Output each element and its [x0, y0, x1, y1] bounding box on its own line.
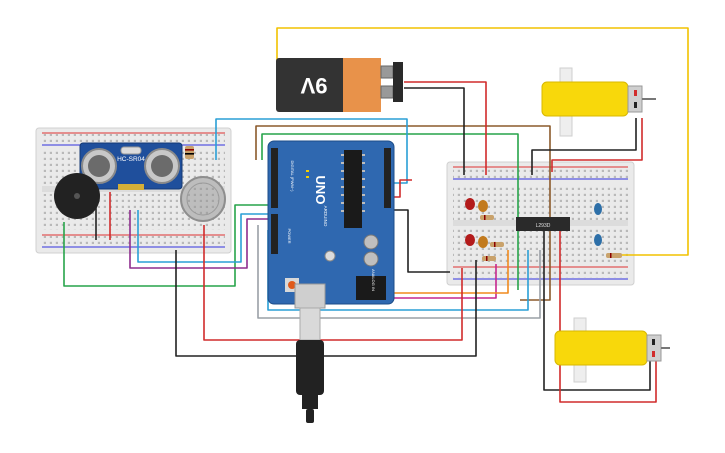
arduino-label-arduino: ARDUINO: [323, 206, 328, 227]
arduino-label-digital: DIGITAL (PWM~): [290, 161, 295, 193]
wire-black-d: [531, 118, 637, 175]
wire-blue-a: [215, 118, 408, 184]
wire-red-a: [203, 225, 463, 341]
driver-chip-label: L293D: [536, 223, 551, 229]
resistor-left: [185, 146, 194, 159]
wire-black-a: [175, 250, 477, 357]
resistor-2: [490, 242, 504, 247]
wire-black-e: [543, 230, 651, 391]
arduino-board: UNO DIGITAL (PWM~) ANALOG IN POWER ARDUI…: [267, 140, 395, 309]
buzzer-icon: [54, 173, 100, 219]
wire-black-b: [404, 87, 465, 175]
led-red-1: [465, 198, 475, 210]
led-orange-1: [478, 200, 488, 212]
wire-yellow: [276, 27, 689, 256]
wire-gray: [257, 225, 541, 319]
wire-red-e: [392, 179, 412, 198]
resistor-3: [482, 256, 496, 261]
wires: [63, 27, 689, 403]
resistor-4: [606, 253, 622, 258]
wire-blue-b: [137, 210, 275, 263]
battery-icon: 9V: [276, 58, 403, 112]
wire-red-c: [551, 118, 643, 172]
capacitor-2: [594, 234, 602, 246]
gas-sensor-icon: [180, 176, 226, 222]
wire-black-c: [392, 209, 450, 273]
wire-red-d: [559, 230, 657, 403]
led-red-2: [465, 234, 475, 246]
usb-cable-icon: [296, 307, 324, 423]
resistor-1: [480, 215, 494, 220]
wire-purple: [129, 210, 275, 269]
motor-icon: [541, 67, 656, 137]
sensor-label: HC-SR04: [117, 156, 145, 163]
motor-driver-chip: L293D: [516, 217, 570, 231]
wire-green-b: [261, 133, 519, 290]
motor-icon-2: [554, 317, 670, 383]
ultrasonic-sensor: HC-SR04: [79, 142, 183, 190]
arduino-label-power: POWER: [287, 228, 292, 243]
capacitor-1: [594, 203, 602, 215]
wire-red-b: [404, 81, 487, 175]
led-orange-2: [478, 236, 488, 248]
wire-green-a: [63, 204, 275, 287]
battery-label: 9V: [300, 73, 327, 98]
arduino-label-analog: ANALOG IN: [371, 269, 376, 291]
arduino-brand: UNO: [313, 176, 328, 205]
